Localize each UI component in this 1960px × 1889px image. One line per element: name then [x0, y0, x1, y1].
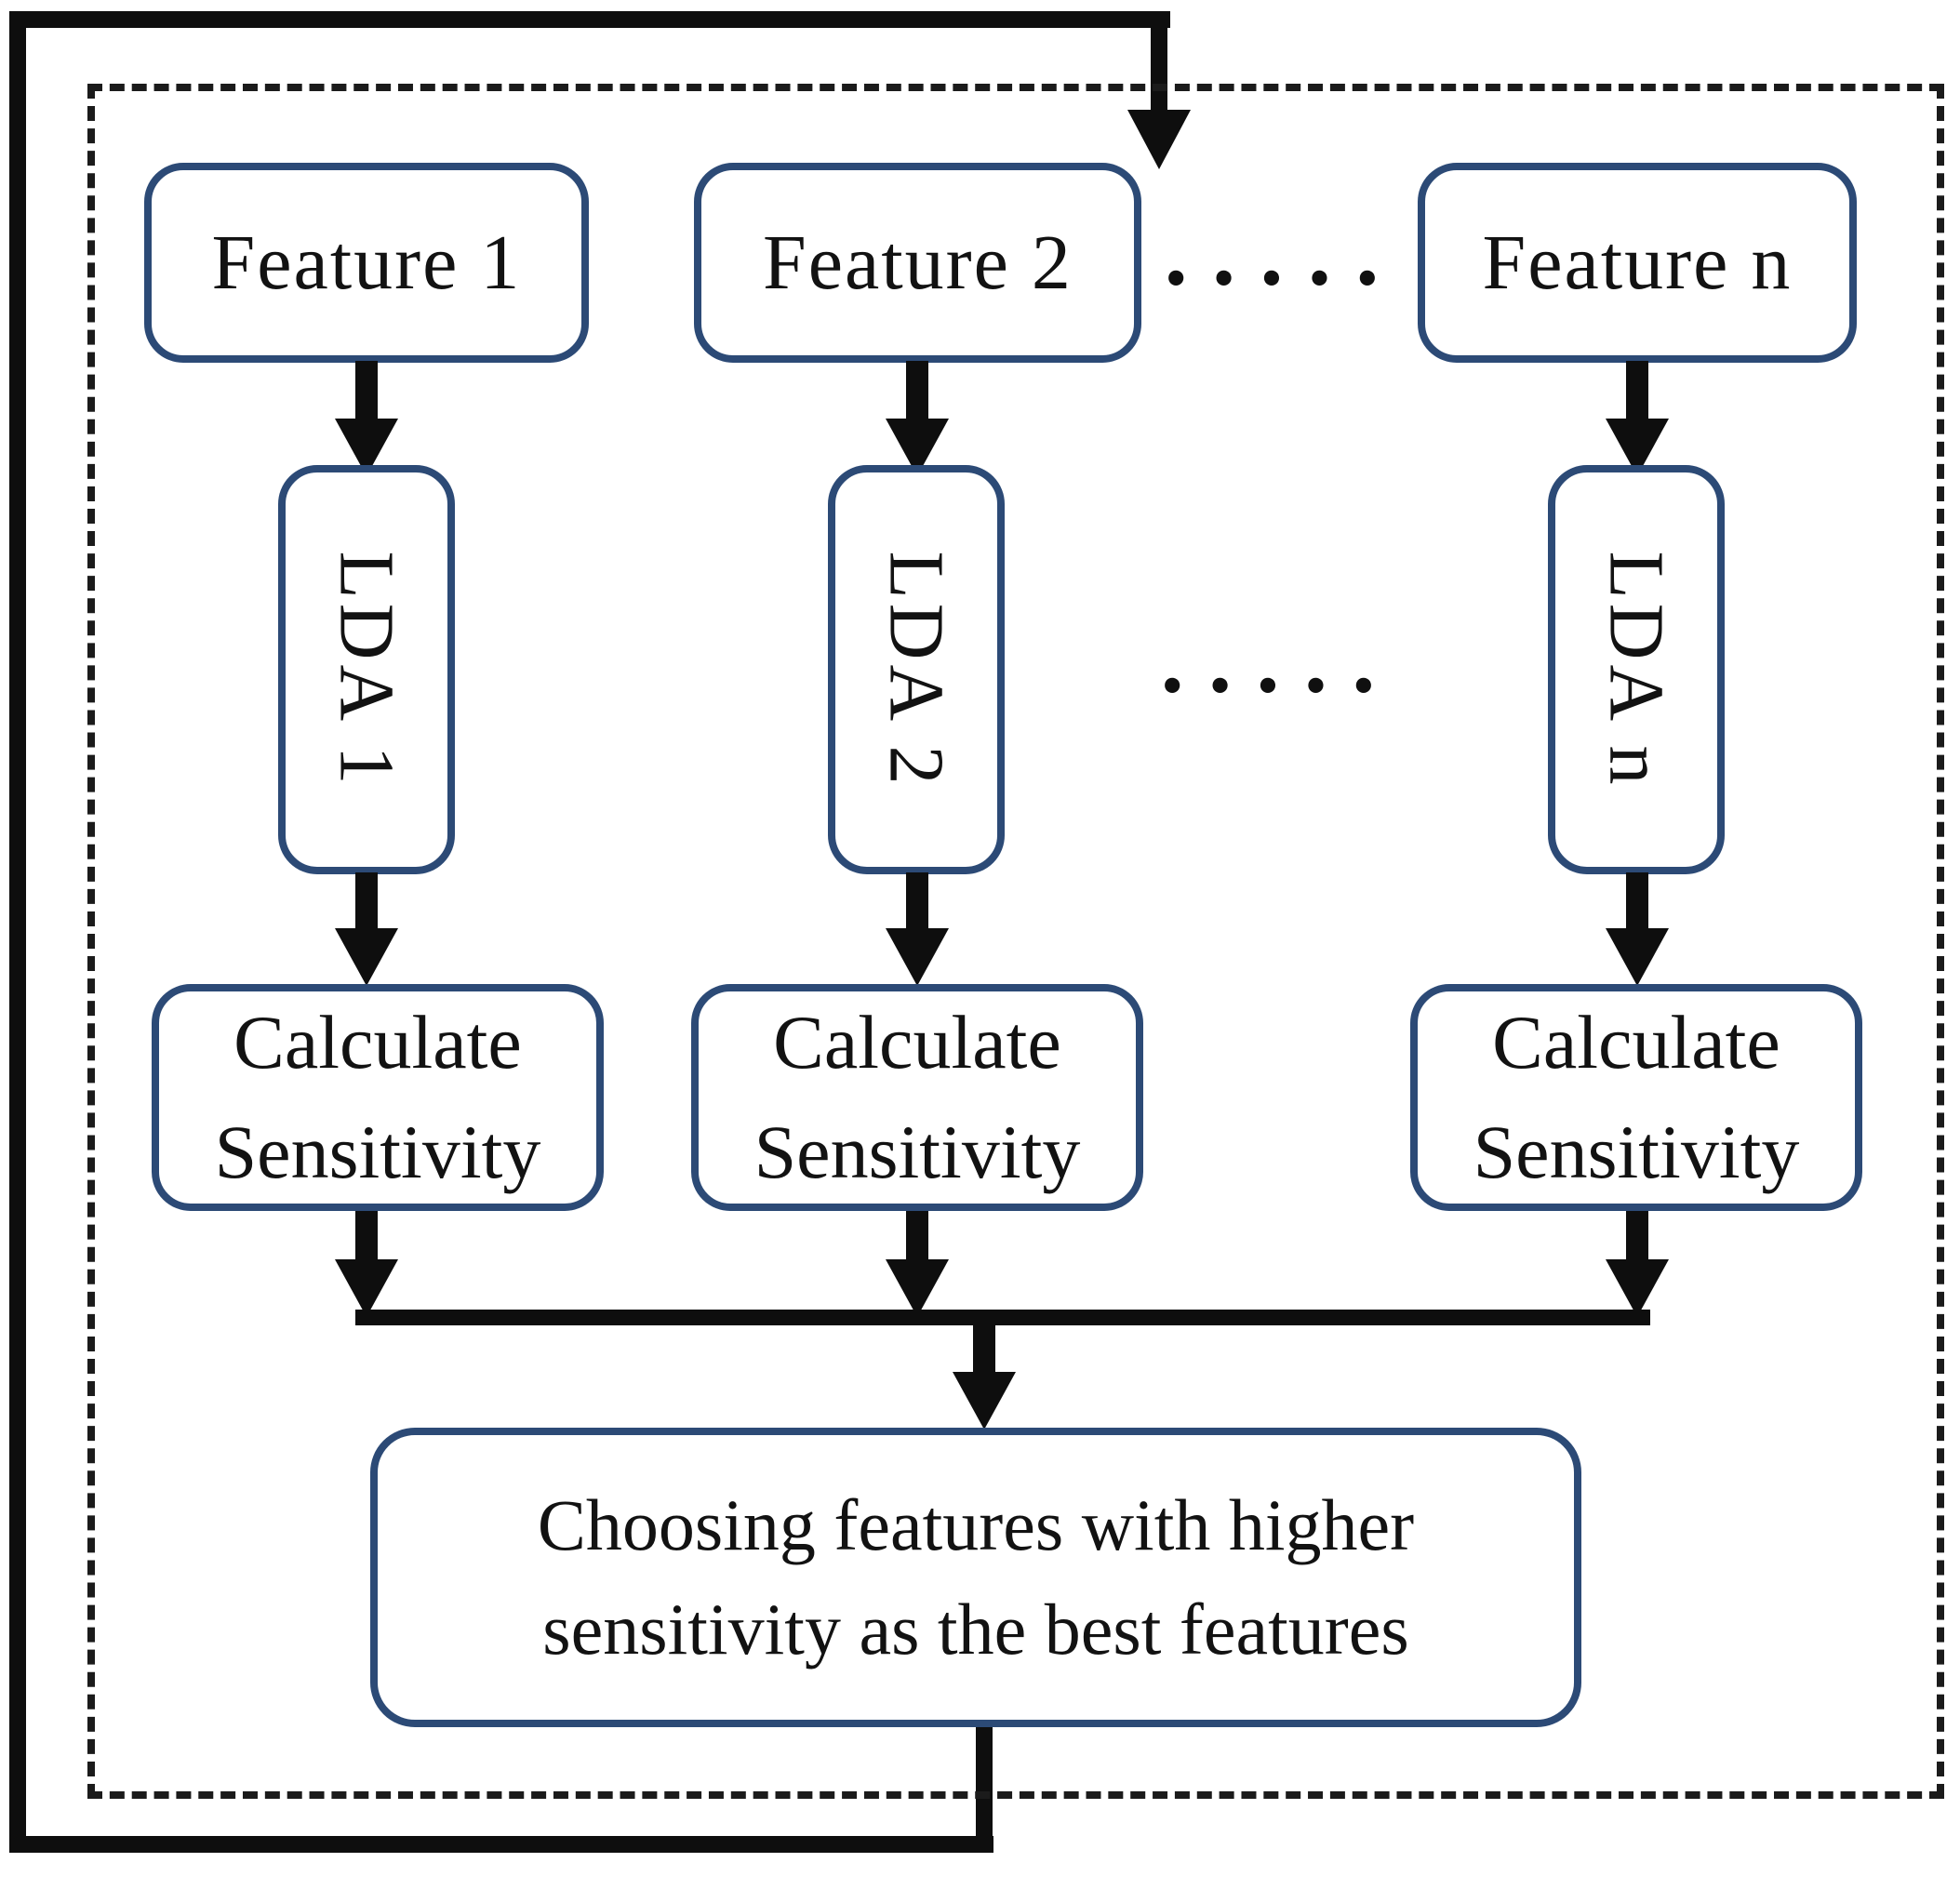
- lda-box-1: LDA 1: [278, 465, 455, 874]
- arrow-lda2-calc2-head-icon: [886, 928, 949, 986]
- feature-box-n: Feature n: [1418, 163, 1857, 363]
- arrow-merge-final-head-icon: [953, 1372, 1016, 1430]
- arrow-feature1-lda1-shaft: [355, 361, 378, 419]
- arrow-ldan-calcn-shaft: [1626, 872, 1648, 928]
- arrow-merge-final-shaft: [973, 1325, 995, 1372]
- calc-sensitivity-box-1: Calculate Sensitivity: [152, 984, 604, 1211]
- arrow-lda1-calc1-head-icon: [335, 928, 398, 986]
- arrow-feature2-lda2-shaft: [906, 361, 928, 419]
- feature-box-1-label: Feature 1: [211, 219, 522, 306]
- feature-box-n-label: Feature n: [1482, 219, 1793, 306]
- feedback-loop-left-line: [9, 11, 26, 1853]
- calc-sensitivity-box-n-label: Calculate Sensitivity: [1473, 1000, 1800, 1194]
- arrow-ldan-calcn-head-icon: [1606, 928, 1669, 986]
- merge-line: [355, 1310, 1650, 1325]
- arrow-featuren-ldan-shaft: [1626, 361, 1648, 419]
- calc-sensitivity-box-1-label: Calculate Sensitivity: [214, 1000, 541, 1194]
- feature-box-2-label: Feature 2: [763, 219, 1073, 306]
- arrow-calc2-merge-shaft: [906, 1211, 928, 1259]
- final-box-exit-line: [976, 1721, 993, 1853]
- lda-box-2-label: LDA 2: [873, 551, 960, 789]
- choosing-features-box-label: Choosing features with higher sensitivit…: [537, 1484, 1415, 1670]
- arrow-calc1-merge-head-icon: [335, 1259, 398, 1317]
- feature-box-1: Feature 1: [144, 163, 589, 363]
- arrow-calcn-merge-head-icon: [1606, 1259, 1669, 1317]
- ellipsis-between-features: •••••: [1162, 254, 1402, 304]
- feedback-loop-arrowhead-icon: [1127, 110, 1191, 169]
- lda-box-1-label: LDA 1: [323, 551, 410, 789]
- feedback-loop-bottom-line: [9, 1836, 993, 1853]
- calc-sensitivity-box-2: Calculate Sensitivity: [691, 984, 1143, 1211]
- arrow-calcn-merge-shaft: [1626, 1211, 1648, 1259]
- calc-sensitivity-box-n: Calculate Sensitivity: [1410, 984, 1862, 1211]
- lda-box-n-label: LDA n: [1593, 551, 1680, 789]
- feedback-loop-top-line: [9, 11, 1170, 28]
- feature-box-2: Feature 2: [694, 163, 1141, 363]
- choosing-features-box: Choosing features with higher sensitivit…: [370, 1428, 1581, 1727]
- dashed-boundary: [87, 84, 1944, 1799]
- arrow-calc1-merge-shaft: [355, 1211, 378, 1259]
- arrow-lda1-calc1-shaft: [355, 872, 378, 928]
- arrow-lda2-calc2-shaft: [906, 872, 928, 928]
- arrow-calc2-merge-head-icon: [886, 1259, 949, 1317]
- ellipsis-between-ldas: •••••: [1158, 661, 1398, 712]
- lda-box-2: LDA 2: [828, 465, 1005, 874]
- lda-box-n: LDA n: [1548, 465, 1725, 874]
- calc-sensitivity-box-2-label: Calculate Sensitivity: [753, 1000, 1081, 1194]
